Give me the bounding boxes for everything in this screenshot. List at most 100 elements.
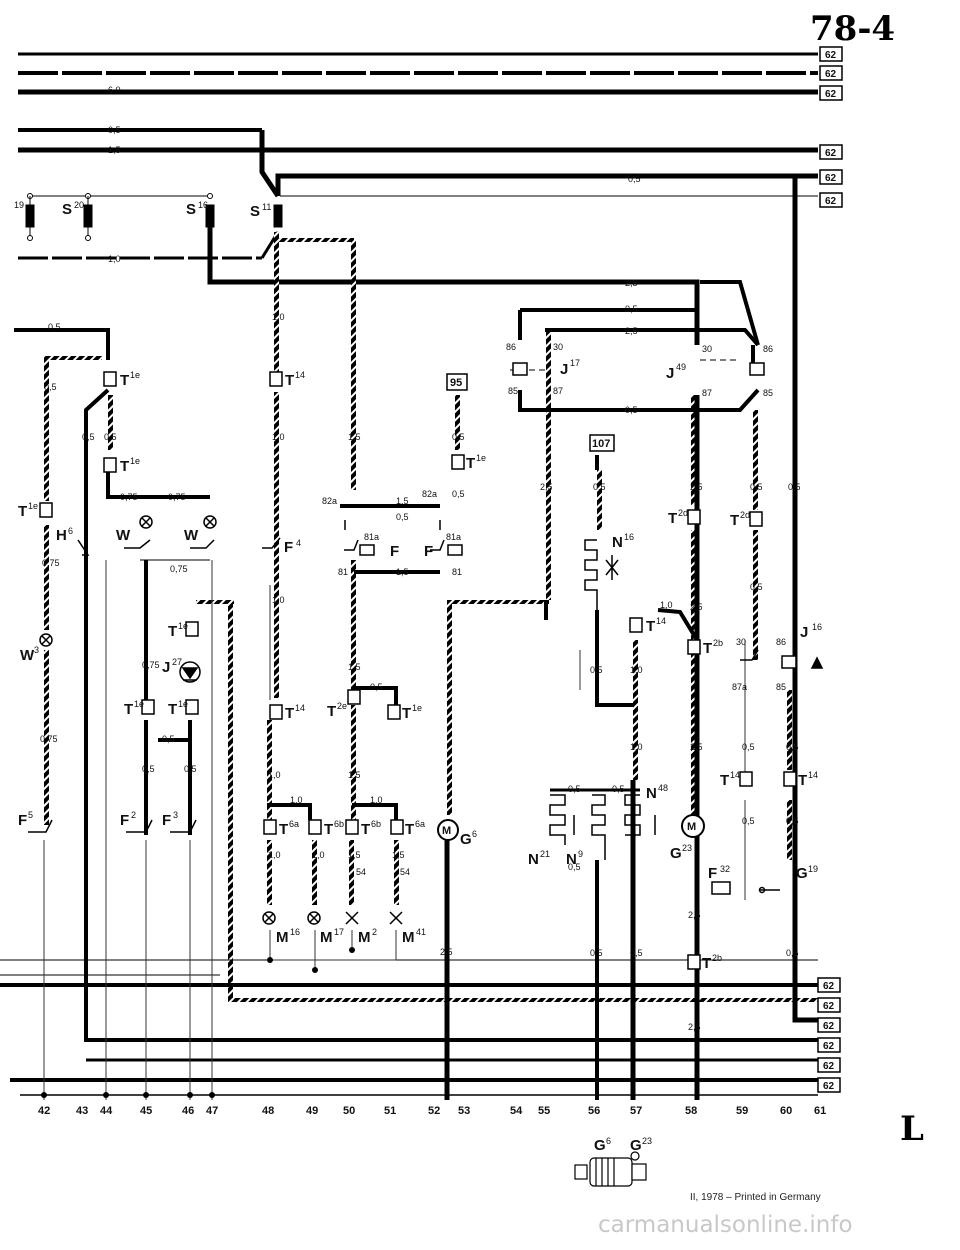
- svg-text:6,0: 6,0: [108, 85, 121, 95]
- svg-text:50: 50: [343, 1105, 355, 1117]
- relays: [512, 362, 824, 669]
- svg-text:58: 58: [685, 1105, 697, 1117]
- svg-text:T: T: [361, 821, 370, 838]
- connectors: [39, 371, 797, 970]
- svg-text:G: G: [460, 831, 472, 848]
- svg-text:1,5: 1,5: [108, 145, 121, 155]
- connector-t14-d: [739, 771, 753, 787]
- svg-text:1,0: 1,0: [660, 600, 673, 610]
- svg-text:6a: 6a: [289, 819, 299, 829]
- connector-t14-c: [629, 617, 643, 633]
- connector-t1e-e: [185, 621, 199, 637]
- switch-row-s: [25, 193, 700, 345]
- svg-text:0,75: 0,75: [170, 564, 188, 574]
- svg-text:95: 95: [450, 377, 462, 389]
- bulb-w-2: [203, 515, 217, 529]
- svg-text:0,5: 0,5: [612, 784, 625, 794]
- svg-text:1,0: 1,0: [630, 742, 643, 752]
- svg-text:S: S: [250, 203, 260, 220]
- svg-text:6b: 6b: [371, 819, 381, 829]
- svg-text:F: F: [708, 865, 717, 882]
- svg-text:T: T: [18, 503, 27, 520]
- svg-text:23: 23: [642, 1136, 652, 1146]
- svg-text:M: M: [442, 825, 451, 837]
- svg-text:0,5: 0,5: [750, 582, 763, 592]
- svg-text:F: F: [18, 812, 27, 829]
- svg-text:30: 30: [553, 342, 563, 352]
- svg-text:N: N: [612, 534, 623, 551]
- svg-text:M: M: [358, 929, 371, 946]
- svg-text:N: N: [566, 851, 577, 868]
- svg-text:T: T: [327, 703, 336, 720]
- ref-box: 62: [817, 1077, 841, 1093]
- connector-t6b-2: [345, 819, 359, 835]
- handwritten-page-ref: 78-4: [810, 9, 895, 49]
- wire-size-labels: 0,5 0,5 0,5 0,5 0,75 0,75 0,75 0,75 0,75…: [40, 278, 801, 1032]
- svg-text:F: F: [162, 812, 171, 829]
- connector-t2e: [347, 689, 361, 705]
- fuse-95: 95: [446, 373, 468, 391]
- svg-text:0,75: 0,75: [168, 492, 186, 502]
- svg-text:1,5: 1,5: [348, 662, 361, 672]
- svg-text:T: T: [646, 618, 655, 635]
- svg-text:85: 85: [763, 388, 773, 398]
- svg-text:62: 62: [825, 148, 837, 159]
- svg-text:T: T: [730, 512, 739, 529]
- svg-text:85: 85: [508, 386, 518, 396]
- svg-text:F: F: [390, 543, 399, 560]
- svg-text:0,5: 0,5: [104, 432, 117, 442]
- bulbs: [39, 515, 403, 925]
- heater-elements: [549, 539, 656, 860]
- motor-g6: M: [437, 819, 459, 841]
- svg-text:0,5: 0,5: [750, 482, 763, 492]
- svg-text:T: T: [120, 458, 129, 475]
- connector-t14-e: [783, 771, 797, 787]
- svg-text:45: 45: [140, 1105, 152, 1117]
- svg-text:16: 16: [198, 200, 208, 210]
- svg-text:T: T: [702, 955, 711, 972]
- svg-text:0,5: 0,5: [628, 174, 641, 184]
- svg-text:0,5: 0,5: [108, 125, 121, 135]
- svg-text:0,5: 0,5: [590, 948, 603, 958]
- svg-text:61: 61: [814, 1105, 826, 1117]
- ref-box: 62: [817, 997, 841, 1013]
- ref-box: 62: [817, 977, 841, 993]
- svg-text:2,5: 2,5: [625, 326, 638, 336]
- svg-text:54: 54: [356, 867, 366, 877]
- svg-text:0,5: 0,5: [742, 816, 755, 826]
- svg-text:F: F: [120, 812, 129, 829]
- svg-text:62: 62: [825, 196, 837, 207]
- svg-text:1,0: 1,0: [272, 312, 285, 322]
- svg-text:27: 27: [172, 657, 182, 667]
- svg-text:62: 62: [825, 69, 837, 80]
- connector-t6b: [308, 819, 322, 835]
- svg-text:6b: 6b: [334, 819, 344, 829]
- svg-text:14: 14: [295, 703, 305, 713]
- svg-text:T: T: [168, 623, 177, 640]
- svg-text:62: 62: [823, 1041, 835, 1052]
- svg-text:1,0: 1,0: [108, 254, 121, 264]
- svg-text:1e: 1e: [412, 703, 422, 713]
- connector-t1e-h: [387, 704, 401, 720]
- watermark: carmanualsonline.info: [598, 1212, 853, 1238]
- connector-t2b-2: [687, 954, 701, 970]
- svg-text:47: 47: [206, 1105, 218, 1117]
- svg-text:62: 62: [825, 89, 837, 100]
- svg-text:62: 62: [823, 1061, 835, 1072]
- svg-text:S: S: [186, 201, 196, 218]
- svg-text:0,5: 0,5: [625, 405, 638, 415]
- svg-text:1e: 1e: [134, 699, 144, 709]
- svg-text:62: 62: [823, 1081, 835, 1092]
- svg-text:49: 49: [306, 1105, 318, 1117]
- svg-text:M: M: [320, 929, 333, 946]
- svg-text:1,5: 1,5: [348, 432, 361, 442]
- svg-text:44: 44: [100, 1105, 113, 1117]
- bulb-w-1: [139, 515, 153, 529]
- svg-text:1e: 1e: [28, 501, 38, 511]
- svg-text:G: G: [630, 1137, 642, 1154]
- motor-m16: [262, 911, 276, 925]
- svg-text:T: T: [324, 821, 333, 838]
